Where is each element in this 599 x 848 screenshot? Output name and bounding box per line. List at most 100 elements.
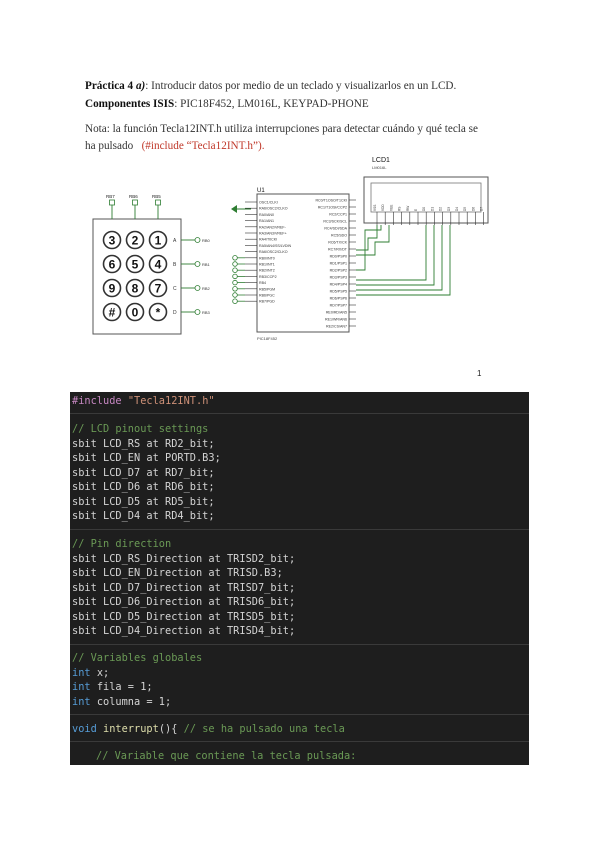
lcd-pin-label: RW xyxy=(406,206,410,211)
keypad-key xyxy=(102,302,122,322)
net-terminal xyxy=(232,273,238,280)
lcd-pin-label: D3 xyxy=(447,207,451,211)
keypad-row-net: RB1 xyxy=(202,262,211,267)
keypad-col-net: RB5 xyxy=(152,194,161,199)
ground-symbol xyxy=(231,205,251,213)
practice-letter: a) xyxy=(135,80,146,92)
net-terminal xyxy=(194,261,201,267)
net-terminal xyxy=(232,292,238,298)
code-line: sbit LCD_D4_Direction at TRISD4_bit; xyxy=(72,625,296,637)
keypad-row-net: RB0 xyxy=(202,238,211,243)
note-line-2: ha pulsado (#include “Tecla12INT.h”). xyxy=(85,139,505,154)
net-terminal xyxy=(194,285,201,291)
mcu-pin-label: OSC1/CLKI xyxy=(259,201,278,205)
mcu-pin-label: RA0/AN0 xyxy=(259,213,274,217)
lcd-pin-label: D1 xyxy=(430,207,434,211)
keypad-key xyxy=(125,278,145,298)
mcu-pin-label: RB2/INT2 xyxy=(259,269,275,273)
lcd-wires xyxy=(356,225,451,296)
mcu-pin-label: RA3/AN3/VREF+ xyxy=(259,232,287,236)
mcu-pin-label: RD1/PSP1 xyxy=(330,262,347,266)
keypad-key-label: 4 xyxy=(155,258,162,272)
mcu-pin-label: RD4/PSP4 xyxy=(330,283,347,287)
net-pin xyxy=(109,199,115,206)
code-block: #include "Tecla12INT.h" // LCD pinout se… xyxy=(70,392,529,765)
keypad-col-net: RB7 xyxy=(106,194,115,199)
keypad-key xyxy=(148,278,168,298)
mcu-pin-label: RD6/PSP6 xyxy=(330,297,347,301)
code-line: int fila = 1; xyxy=(72,681,153,693)
mcu-pin-label: RA2/AN2/VREF- xyxy=(259,225,287,229)
net-pin xyxy=(155,199,161,206)
mcu-pin-label: RB6/PGC xyxy=(259,294,275,298)
mcu-pin-label: RD5/PSP5 xyxy=(330,290,347,294)
lcd-screen xyxy=(370,182,482,213)
code-last-comment: // Variable que contiene la tecla pulsad… xyxy=(96,750,357,762)
mcu-pin-label: RC3/SCK/SCL xyxy=(323,220,347,224)
keypad-row-net: RB2 xyxy=(202,286,211,291)
mcu-pin-label: RD2/PSP2 xyxy=(330,269,347,273)
code-line: sbit LCD_D7_Direction at TRISD7_bit; xyxy=(72,581,296,594)
mcu-pin-label: RC5/SDO xyxy=(331,234,347,238)
keypad-key-label: 2 xyxy=(132,234,139,248)
mcu-sub: PIC18F452 xyxy=(257,336,278,341)
keypad-col-net: RB6 xyxy=(129,194,138,199)
keypad-key xyxy=(102,230,122,250)
practice-text: : Introducir datos por medio de un tecla… xyxy=(145,80,457,92)
mcu-pin-label: RA5/AN4/SS/LVDIN xyxy=(259,244,291,248)
mcu-pin-label: RC6/TX/CK xyxy=(328,241,347,245)
lcd-pin-label: VDD xyxy=(381,204,385,211)
lcd-pin-label: D6 xyxy=(471,207,475,211)
keypad-key-label: 8 xyxy=(132,282,139,296)
net-terminal xyxy=(194,237,201,243)
keypad-key-label: # xyxy=(109,306,116,320)
keypad-key-label: 1 xyxy=(155,234,162,248)
mcu-pin-label: RA4/T0CKI xyxy=(259,238,277,242)
lcd-pin-label: D0 xyxy=(422,207,426,211)
net-terminal xyxy=(232,298,238,304)
mcu-pin-label: RB5/PGM xyxy=(259,287,275,291)
lcd-sub: LM016L xyxy=(372,165,387,170)
lcd-pin-label: VSS xyxy=(373,205,377,211)
mcu-pin-label: RB3/CCP2 xyxy=(259,275,277,279)
mcu-pin-label: RB7/PGD xyxy=(259,300,275,304)
code-line: sbit LCD_D7 at RD7_bit; xyxy=(72,466,215,479)
mcu-pin-label: RE0/RD/AN5 xyxy=(326,311,347,315)
mcu-pin-label: RE2/CS/AN7 xyxy=(326,325,347,329)
keypad-key-label: 3 xyxy=(109,234,116,248)
mcu-pin-label: RB1/INT1 xyxy=(259,263,275,267)
lcd-pin-label: VEE xyxy=(389,205,393,211)
code-line: sbit LCD_EN_Direction at TRISD.B3; xyxy=(72,567,283,579)
mcu-pin-label: RC2/CCP1 xyxy=(329,213,347,217)
mcu-pin-label: RC4/SDI/SDA xyxy=(324,227,347,231)
code-line: sbit LCD_D5_Direction at TRISD5_bit; xyxy=(72,610,296,623)
practice-label: Práctica 4 xyxy=(85,80,134,92)
code-comment-lcd: // LCD pinout settings xyxy=(72,423,209,435)
net-terminal xyxy=(232,255,238,261)
keypad-key xyxy=(102,254,122,274)
mcu-pin-label: RB0/INT0 xyxy=(259,256,275,260)
keypad-key xyxy=(125,230,145,250)
page-number: 1 xyxy=(477,369,482,378)
code-line: sbit LCD_EN at PORTD.B3; xyxy=(72,452,221,464)
net-terminal xyxy=(232,286,238,292)
mcu-pin-label: RA6/OSC2/CLKO xyxy=(259,207,288,211)
keypad-key-label: 5 xyxy=(132,258,139,272)
keypad-key xyxy=(102,278,122,298)
keypad-row-letter: A xyxy=(173,238,177,244)
mcu-pin-label: RD0/PSP0 xyxy=(330,255,347,259)
net-terminal xyxy=(232,267,238,273)
code-include-line: #include "Tecla12INT.h" xyxy=(72,395,215,407)
mcu-label: U1 xyxy=(257,188,265,194)
lcd-pin-label: RS xyxy=(398,207,402,211)
components-label: Componentes ISIS xyxy=(85,98,175,110)
mcu-left-pins: OSC1/CLKIRA6/OSC2/CLKORA0/AN0RA1/AN1RA2/… xyxy=(232,201,291,304)
lcd-pin-label: D4 xyxy=(455,207,459,211)
lcd-pin-label: D5 xyxy=(463,207,467,211)
code-comment-vars: // Variables globales xyxy=(72,652,203,664)
mcu-pin-label: RC1/T1OSI/CCP2 xyxy=(318,206,347,210)
keypad-key-label: 0 xyxy=(132,306,139,320)
net-terminal xyxy=(194,309,201,315)
keypad-key xyxy=(148,302,168,322)
